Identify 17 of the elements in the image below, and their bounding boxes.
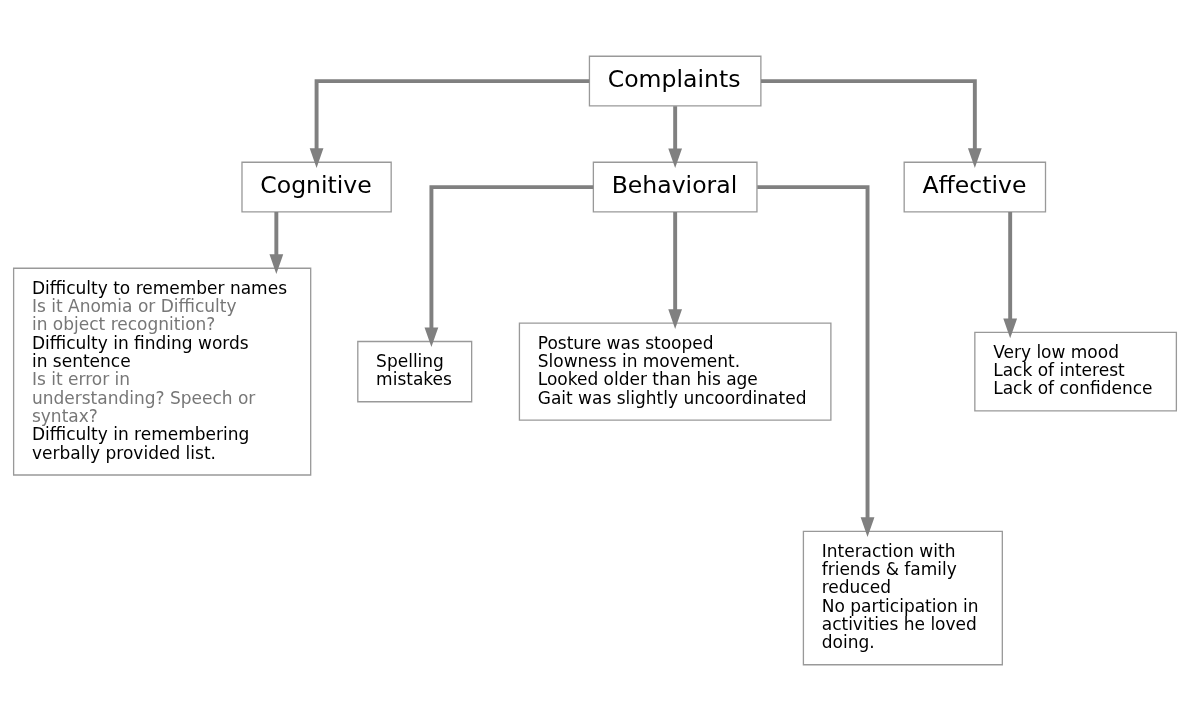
arrow — [424, 185, 594, 348]
node-box: Behavioral — [592, 161, 758, 213]
node-box: Spelling mistakes — [357, 340, 473, 403]
arrow — [269, 212, 284, 274]
arrow — [757, 185, 875, 538]
node-box: Complaints — [588, 55, 762, 107]
node-box: Very low mood Lack of interest Lack of confidence — [974, 331, 1178, 412]
node-box: Affective — [903, 161, 1047, 213]
arrow — [761, 79, 982, 168]
node-box: Difficulty to remember names Is it Anomia or Difficulty in object recognition? Difficulty in finding words in sentence Is it error in understanding? Speech or syntax? Difficulty in remembering verbally provided list. — [12, 267, 312, 476]
arrow — [309, 79, 590, 168]
arrow — [668, 212, 683, 329]
node-box: Cognitive — [241, 161, 392, 213]
node-box: Interaction with friends & family reduced No participation in activities he loved doing. — [802, 530, 1003, 666]
arrow — [668, 106, 683, 169]
node-box: Posture was stooped Slowness in movement. Looked older than his age Gait was slightly uncoordinated — [518, 322, 832, 421]
arrow — [1003, 212, 1018, 339]
